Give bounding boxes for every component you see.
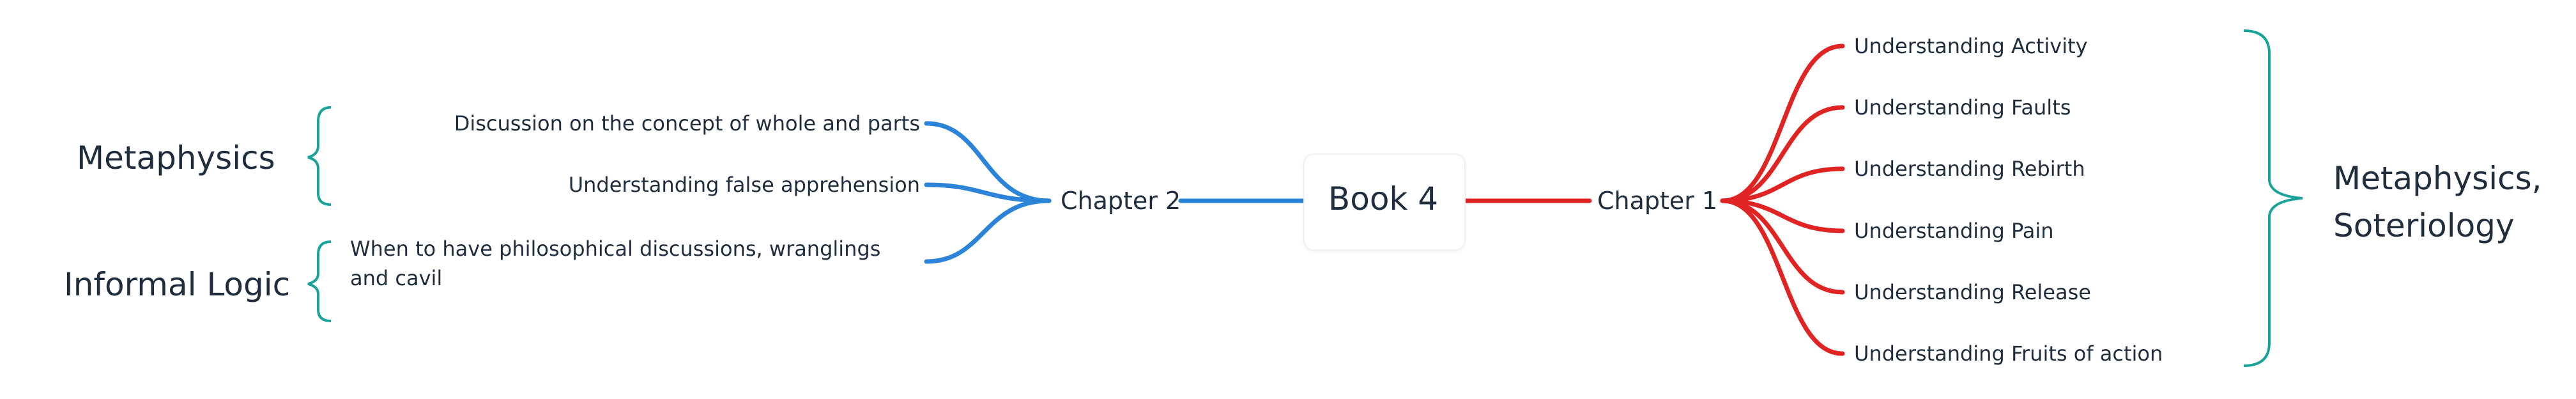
root-node-box[interactable]: [1303, 153, 1466, 251]
edge-chapter2-false-apprehension: [924, 182, 1052, 203]
brace-left-top: [307, 106, 332, 206]
edge-chapter1-pain: [1720, 198, 1845, 233]
edge-chapter1-faults: [1720, 105, 1845, 203]
topic-understanding-activity[interactable]: Understanding Activity: [1854, 34, 2088, 58]
edge-chapter2-whole-parts: [924, 121, 1052, 203]
summary-metaphysics[interactable]: Metaphysics: [77, 139, 275, 176]
topic-understanding-rebirth[interactable]: Understanding Rebirth: [1854, 157, 2085, 181]
edge-chapter1-rebirth: [1720, 166, 1845, 203]
chapter-2-node[interactable]: Chapter 2: [1061, 187, 1181, 215]
topic-philosophical-discussions[interactable]: When to have philosophical discussions, …: [350, 237, 881, 290]
topic-false-apprehension[interactable]: Understanding false apprehension: [568, 173, 920, 197]
root-node-label: Book 4: [1328, 180, 1439, 217]
topic-understanding-release[interactable]: Understanding Release: [1854, 280, 2091, 304]
topic-whole-and-parts[interactable]: Discussion on the concept of whole and p…: [454, 111, 920, 136]
edge-chapter2-discussions: [924, 198, 1052, 264]
edge-chapter1-activity: [1720, 43, 1845, 203]
brace-left-bottom: [307, 240, 332, 322]
chapter-1-node[interactable]: Chapter 1: [1597, 187, 1718, 215]
topic-understanding-pain[interactable]: Understanding Pain: [1854, 219, 2054, 243]
topic-understanding-fruits-of-action[interactable]: Understanding Fruits of action: [1854, 341, 2163, 366]
edge-chapter1-release: [1720, 198, 1845, 295]
brace-right-summary: [2243, 29, 2303, 367]
summary-metaphysics-soteriology[interactable]: Metaphysics, Soteriology: [2333, 160, 2542, 244]
summary-informal-logic[interactable]: Informal Logic: [64, 266, 291, 303]
topic-understanding-faults[interactable]: Understanding Faults: [1854, 95, 2071, 120]
edge-chapter1-fruits: [1720, 198, 1845, 356]
